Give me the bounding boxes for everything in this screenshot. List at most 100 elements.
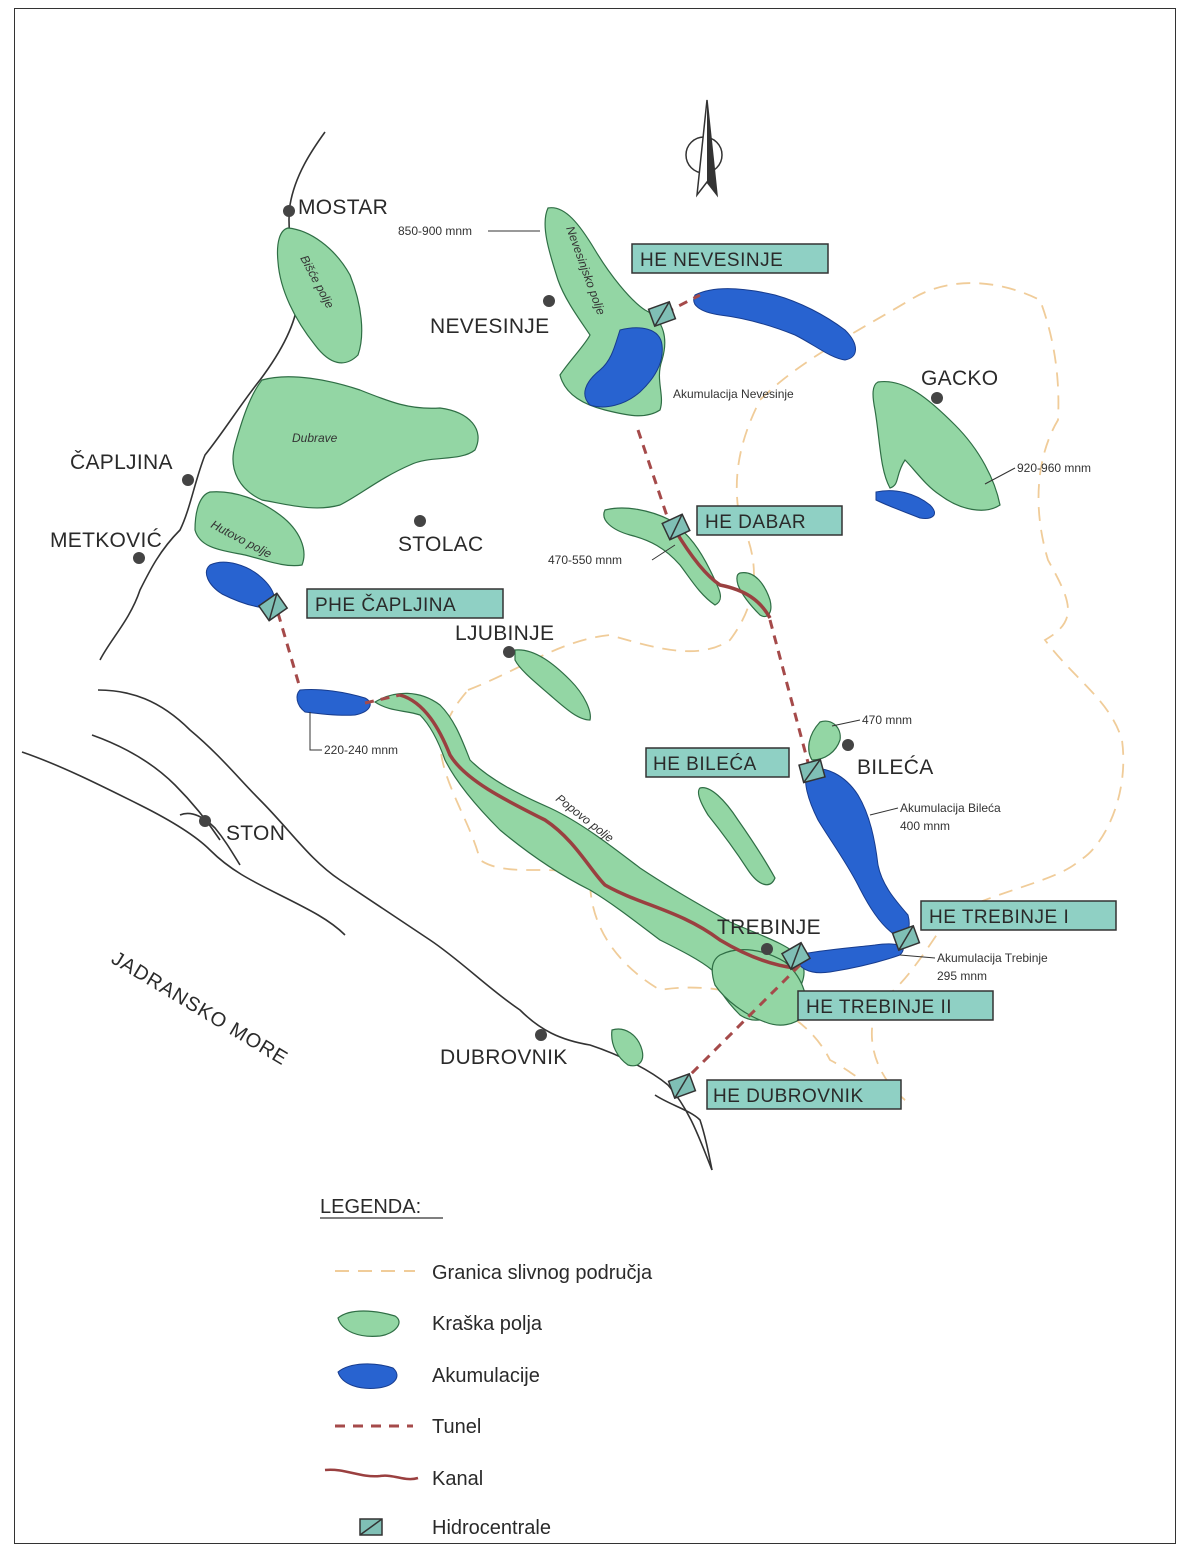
coastline-peljesac [21,751,346,936]
plant-icon-trebinje1[interactable] [891,924,921,952]
plant-label-bileca: HE BILEĆA [653,753,757,775]
plant-icon-dabar[interactable] [661,513,691,541]
field-dubrave [232,376,479,509]
elev-label-gacko: 920-960 mnm [1017,461,1091,475]
plant-icon-nevesinje[interactable] [647,300,677,328]
city-dot-bileca [842,739,854,751]
city-dot-gacko [931,392,943,404]
field-label-dubrave: Dubrave [292,431,338,445]
plant-box-bileca[interactable] [645,747,790,778]
city-label-bileca: BILEĆA [857,756,934,779]
plant-box-dubrovnik[interactable] [706,1079,902,1110]
tunnel-fatnica-bileca [768,619,812,771]
legend-label-boundary: Granica slivnog područja [432,1262,653,1284]
field-bileca [808,720,841,761]
city-labels: MOSTAR NEVESINJE GACKO ČAPLJINA METKOVIĆ… [50,196,998,1069]
plant-box-dabar[interactable] [696,505,843,536]
plant-box-nevesinje[interactable] [631,243,829,274]
coastline-ston [179,812,241,866]
city-dot-nevesinje [543,295,555,307]
reservoir-label-bileca-elev: 400 mnm [900,819,950,833]
sea-label: JADRANSKO MORE [107,947,291,1070]
reservoir-label-trebinje: Akumulacija Trebinje [937,951,1048,965]
plant-icon-dubrovnik[interactable] [667,1072,697,1100]
legend-label-plant: Hidrocentrale [432,1517,551,1539]
city-label-stolac: STOLAC [398,533,483,556]
legend-swatch-canal [324,1468,419,1481]
elev-label-nevesinje: 850-900 mnm [398,224,472,238]
field-gacko [872,380,1001,511]
plant-icon-capljina[interactable] [257,592,289,622]
plant-icon-bileca[interactable] [798,758,826,784]
reservoir-label-trebinje-elev: 295 mnm [937,969,987,983]
city-dot-capljina [182,474,194,486]
reservoir-label-bileca: Akumulacija Bileća [900,801,1001,815]
plant-label-dubrovnik: HE DUBROVNIK [713,1086,864,1107]
reservoir-gacko [875,490,935,519]
reservoir-hutovo [206,561,275,609]
city-dot-ston [199,815,211,827]
reservoir-ljubinje [296,689,371,716]
legend-label-karst: Kraška polja [432,1313,543,1335]
tunnel-ljubinje-popovo [364,693,401,705]
plant-box-capljina[interactable] [306,588,504,619]
field-small-central [697,787,776,886]
reservoir-nevesinje [584,327,663,408]
city-dot-dubrovnik [535,1029,547,1041]
reservoir-labels: Akumulacija Nevesinje Akumulacija Bileća… [673,387,1048,983]
reservoir-bileca [805,768,910,937]
field-ljubinje [514,649,591,721]
legend-swatch-plant-icon [359,1518,383,1536]
city-label-ljubinje: LJUBINJE [455,622,554,645]
city-label-dubrovnik: DUBROVNIK [440,1046,568,1069]
city-dot-stolac [414,515,426,527]
tunnel-nevesinje-dabar [636,429,672,526]
plant-label-trebinje1: HE TREBINJE I [929,907,1069,928]
legend-title: LEGENDA: [320,1196,421,1218]
plant-label-capljina: PHE ČAPLJINA [315,594,456,616]
city-label-mostar: MOSTAR [298,196,388,219]
tunnels [276,293,812,1082]
plant-labels: HE NEVESINJE HE DABAR PHE ČAPLJINA HE BI… [306,243,1117,1110]
reservoir-trebinje [797,943,904,974]
city-dot-mostar [283,205,295,217]
canal-popovo [399,693,796,970]
tunnel-dubrovnik [683,963,802,1082]
field-trebinje [711,949,807,1026]
city-dot-trebinje [761,943,773,955]
legend-swatch-reservoir [337,1363,398,1389]
field-bisce [276,227,363,364]
legend: LEGENDA: Granica slivnog područja Kraška… [320,1196,653,1539]
plant-box-trebinje1[interactable] [920,900,1117,931]
reservoirs [206,288,935,974]
elev-label-bileca-field: 470 mnm [862,713,912,727]
city-dot-ljubinje [503,646,515,658]
legend-label-reservoir: Akumulacije [432,1365,540,1387]
field-dubrovnik [611,1028,644,1067]
plant-icon-trebinje2[interactable] [780,941,812,971]
canal-dabar [673,529,772,619]
city-label-capljina: ČAPLJINA [70,451,173,474]
map-frame [14,8,1176,1544]
city-label-nevesinje: NEVESINJE [430,315,549,338]
city-dot-metkovic [133,552,145,564]
reservoir-label-nevesinje: Akumulacija Nevesinje [673,387,794,401]
city-markers [133,205,943,1041]
elevation-labels: 850-900 mnm 920-960 mnm 470-550 mnm 220-… [309,224,1091,757]
canals [399,529,796,970]
elev-label-hutovo: 220-240 mnm [324,743,398,757]
city-label-trebinje: TREBINJE [717,916,821,939]
north-arrow-icon [685,99,723,198]
elev-label-dabar: 470-550 mnm [548,553,622,567]
field-hutovo [194,491,305,567]
legend-swatch-karst [337,1310,400,1337]
tunnel-capljina [276,612,302,689]
coastline-dubrovnik [654,1094,713,1171]
karst-fields [194,207,1001,1067]
legend-label-canal: Kanal [432,1468,483,1490]
coastline-upper [97,689,713,1171]
plant-box-trebinje2[interactable] [797,990,994,1021]
plant-label-trebinje2: HE TREBINJE II [806,997,952,1018]
hydro-plants [257,300,921,1100]
city-label-ston: STON [226,822,285,845]
